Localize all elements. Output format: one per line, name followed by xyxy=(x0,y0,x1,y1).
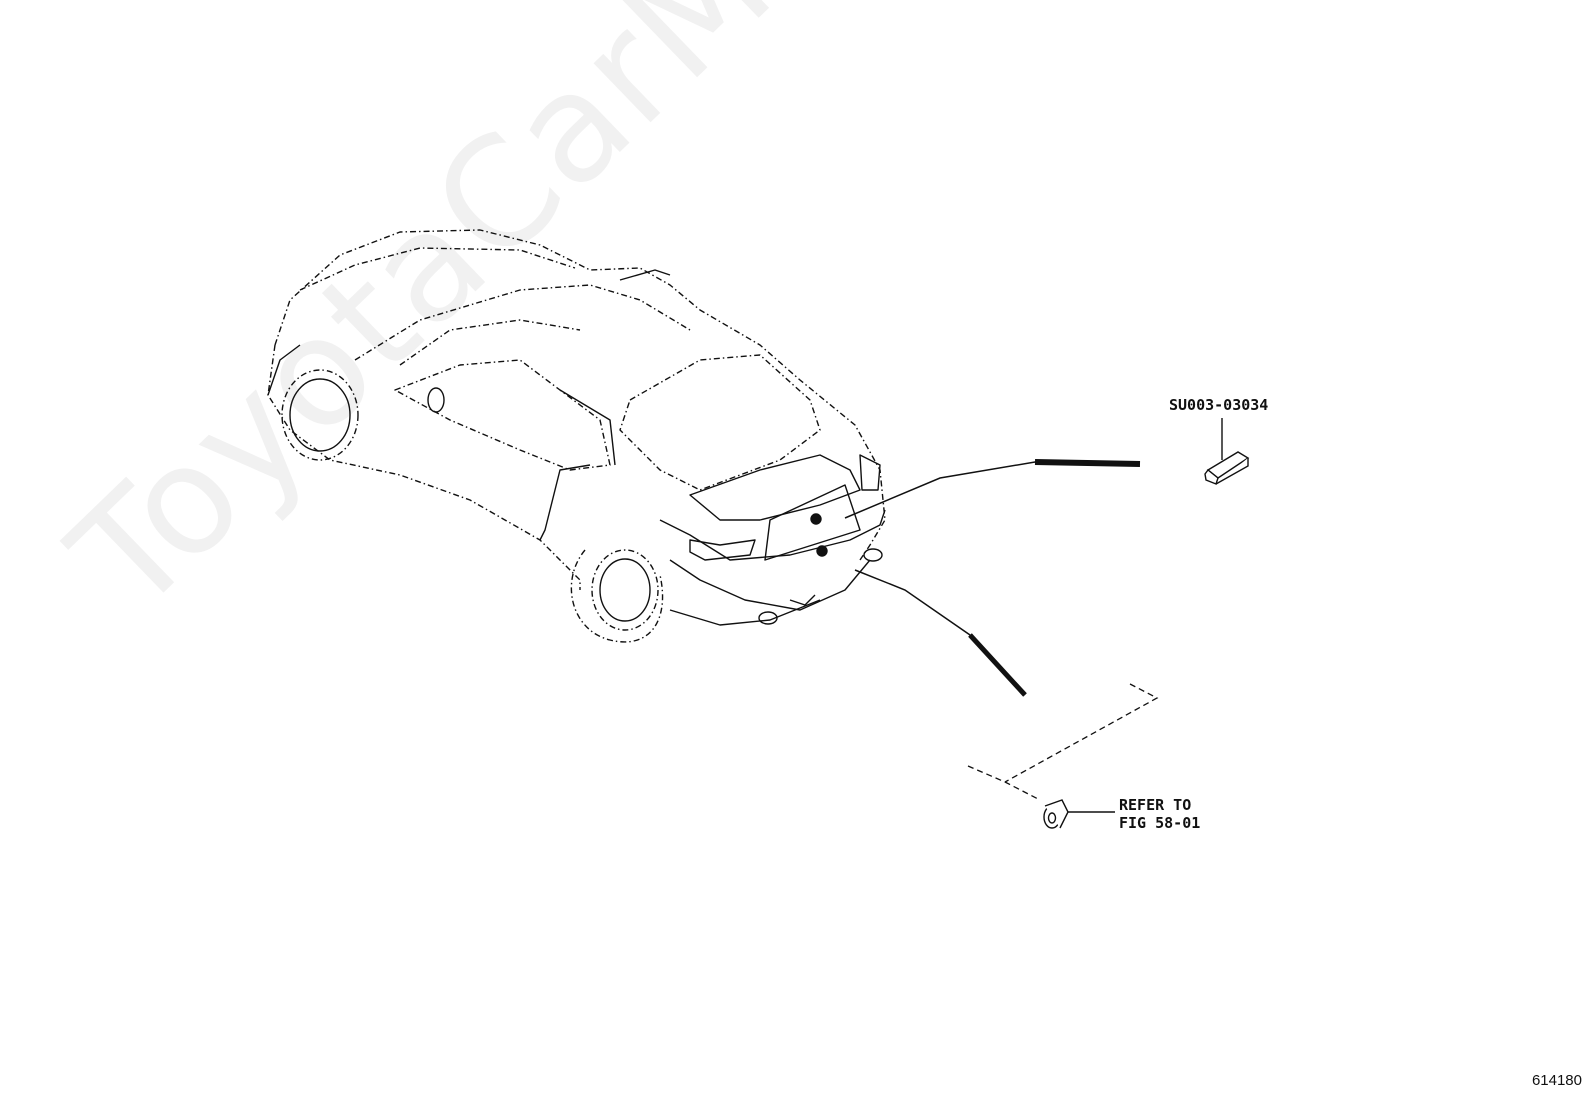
part-number-label: SU003-03034 xyxy=(1169,396,1269,414)
car-outline-icon xyxy=(267,229,886,643)
nameplate-emblem-icon xyxy=(1204,451,1250,485)
figure-id: 614180 xyxy=(1531,1072,1582,1089)
dashed-reference-bracket xyxy=(967,683,1159,801)
refer-line-1: REFER TO xyxy=(1119,796,1192,814)
refer-line-2: FIG 58-01 xyxy=(1119,814,1201,832)
clip-fastener-icon xyxy=(1043,799,1069,829)
leader-lines xyxy=(844,418,1223,813)
refer-to-figure-label: REFER TO FIG 58-01 xyxy=(1119,796,1200,832)
